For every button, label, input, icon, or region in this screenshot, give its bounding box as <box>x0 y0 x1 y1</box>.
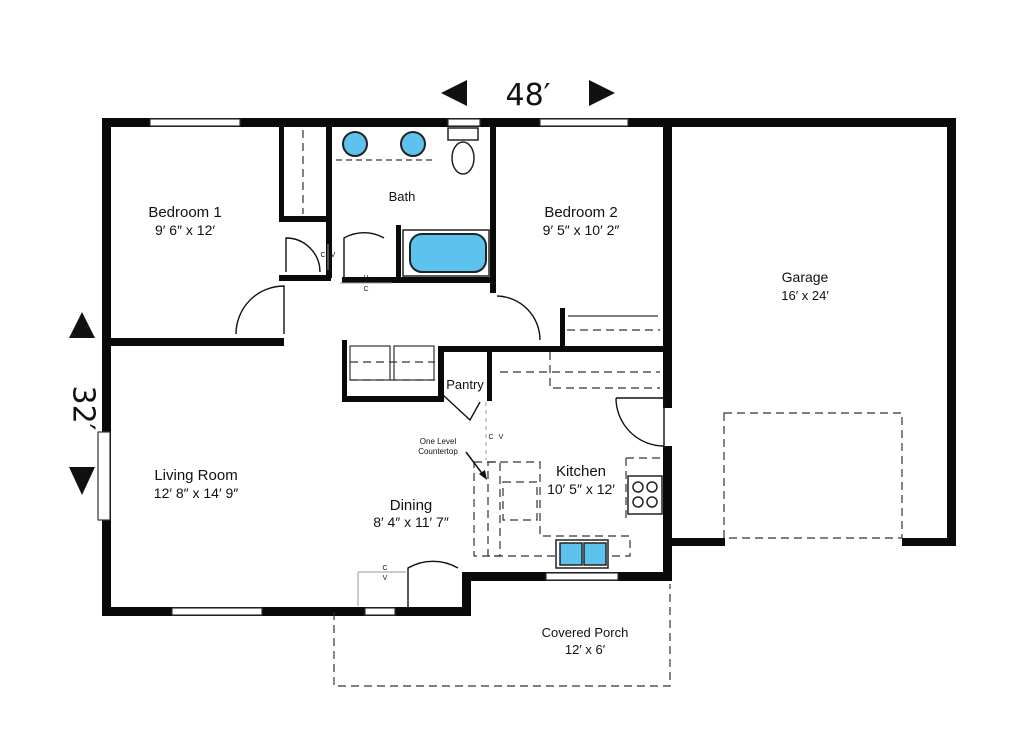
porch-size: 12′ x 6′ <box>565 642 606 657</box>
bathtub-icon <box>402 229 490 277</box>
laundry-icon <box>349 345 435 381</box>
cv-markers <box>327 244 487 606</box>
width-dimension: 48′ <box>441 78 615 113</box>
width-label: 48′ <box>506 78 551 113</box>
arrow-right-icon <box>589 80 615 106</box>
bedroom2-size: 9′ 5″ x 10′ 2″ <box>543 222 620 238</box>
depth-dimension: 32′ <box>66 312 101 495</box>
bedroom2-name: Bedroom 2 <box>544 204 617 221</box>
stove-icon <box>627 475 663 515</box>
arrow-up-icon <box>69 312 95 338</box>
cv-marker-v: V <box>364 275 369 282</box>
garage-size: 16′ x 24′ <box>781 288 829 303</box>
cv-marker-c: C <box>488 434 493 441</box>
doors <box>235 231 665 608</box>
arrow-left-icon <box>441 80 467 106</box>
windows <box>97 118 629 616</box>
kitchen-sink-icon <box>555 539 609 569</box>
cv-marker-c: C <box>320 252 325 259</box>
countertop-note-line2: Countertop <box>418 447 458 456</box>
kitchen-size: 10′ 5″ x 12′ <box>547 481 615 497</box>
countertop-pointer <box>465 451 485 477</box>
room-labels: Bedroom 1 9′ 6″ x 12′ Bath Bedroom 2 9′ … <box>148 189 829 657</box>
dining-size: 8′ 4″ x 11′ 7″ <box>373 514 449 530</box>
toilet-icon <box>447 127 479 175</box>
living-name: Living Room <box>154 467 237 484</box>
pantry-name: Pantry <box>446 377 484 392</box>
porch-name: Covered Porch <box>542 625 629 640</box>
dining-name: Dining <box>390 497 433 514</box>
cv-marker-c: C <box>363 286 368 293</box>
fixtures <box>336 127 663 569</box>
sink-icon <box>342 131 368 157</box>
countertop-pointer-head <box>479 470 487 480</box>
garage-name: Garage <box>782 269 829 285</box>
bedroom1-size: 9′ 6″ x 12′ <box>155 222 215 238</box>
walls <box>102 118 956 616</box>
arrow-down-icon <box>69 467 95 495</box>
cv-marker-v: V <box>383 575 388 582</box>
kitchen-name: Kitchen <box>556 463 606 480</box>
countertop-note-line1: One Level <box>420 437 457 446</box>
depth-label: 32′ <box>66 386 101 431</box>
living-size: 12′ 8″ x 14′ 9″ <box>154 485 238 501</box>
cv-marker-v: V <box>499 434 504 441</box>
bath-name: Bath <box>389 189 416 204</box>
sink-icon <box>400 131 426 157</box>
bedroom1-name: Bedroom 1 <box>148 204 221 221</box>
cv-marker-v: V <box>331 252 336 259</box>
cv-marker-c: C <box>382 565 387 572</box>
